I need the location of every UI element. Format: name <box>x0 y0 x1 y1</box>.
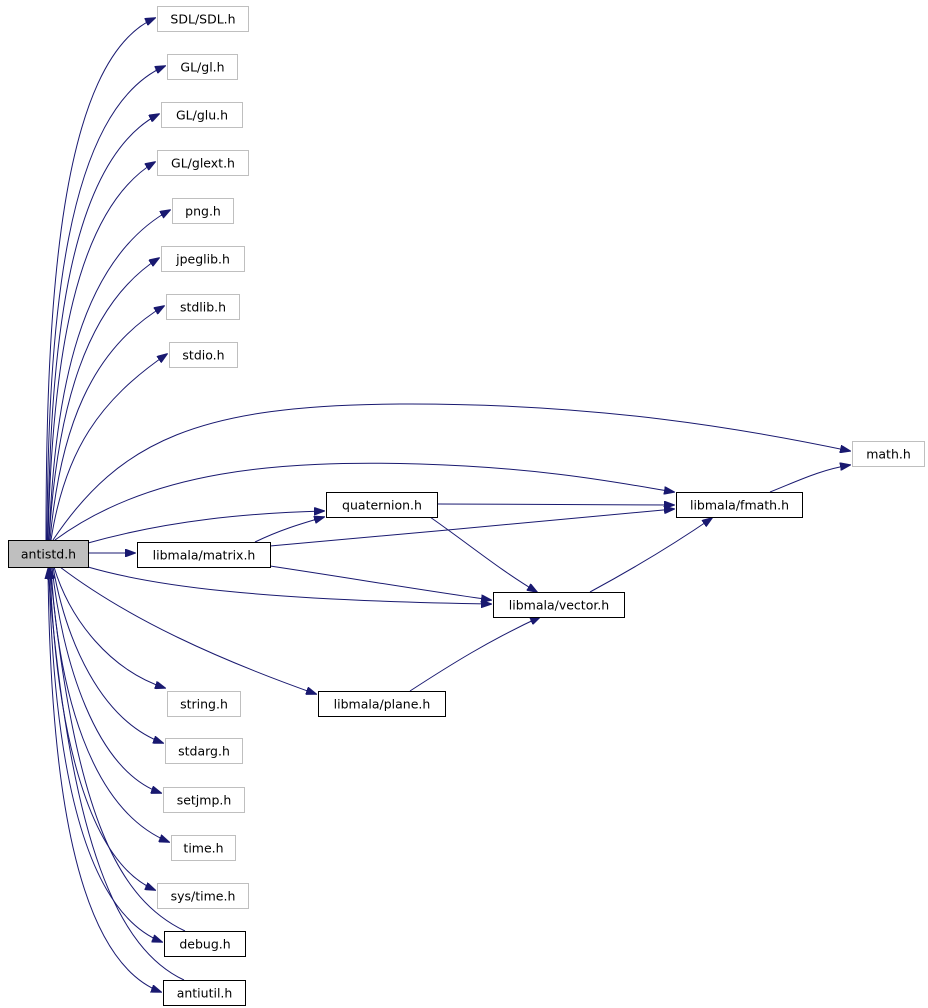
node-box <box>157 150 249 176</box>
node-debug[interactable]: debug.h <box>164 931 246 957</box>
edge-antistd-to-stdarg <box>52 566 163 743</box>
node-box <box>157 6 249 32</box>
node-label: GL/glu.h <box>176 108 228 123</box>
edge-antistd-to-fmath <box>54 462 674 541</box>
node-label: libmala/vector.h <box>509 598 609 613</box>
node-label: stdarg.h <box>178 744 230 759</box>
node-label: SDL/SDL.h <box>170 12 235 27</box>
edge-antistd-to-sdl <box>45 18 155 541</box>
edge-antistd-to-math <box>52 403 850 541</box>
node-string[interactable]: string.h <box>167 691 241 717</box>
node-png[interactable]: png.h <box>172 198 234 224</box>
edge-antistd-to-vector <box>87 566 491 604</box>
edge-antistd-to-glext <box>47 162 155 541</box>
node-antistd[interactable]: antistd.h <box>8 540 89 568</box>
nodes-layer: antistd.h SDL/SDL.hGL/gl.hGL/glu.hGL/glex… <box>8 6 925 1006</box>
node-label: GL/gl.h <box>180 60 224 75</box>
node-time[interactable]: time.h <box>171 835 236 861</box>
node-box <box>163 980 246 1006</box>
node-gl[interactable]: GL/gl.h <box>167 54 238 80</box>
node-stdlib[interactable]: stdlib.h <box>166 294 240 320</box>
edge-antistd-to-stdio <box>50 354 167 541</box>
node-label: string.h <box>180 697 228 712</box>
node-glu[interactable]: GL/glu.h <box>161 102 243 128</box>
node-label: debug.h <box>179 937 230 952</box>
edge-antistd-to-plane <box>59 566 316 694</box>
node-fmath[interactable]: libmala/fmath.h <box>676 492 803 518</box>
edge-antistd-to-antiutil <box>47 566 161 992</box>
node-label: sys/time.h <box>171 889 236 904</box>
node-label: antistd.h <box>21 547 76 562</box>
node-box <box>163 787 245 813</box>
node-box <box>157 883 249 909</box>
edge-antistd-to-string <box>53 566 165 688</box>
edge-antistd-to-png <box>48 210 170 541</box>
node-label: stdio.h <box>182 348 224 363</box>
node-systime[interactable]: sys/time.h <box>157 883 249 909</box>
edge-quaternion-to-vector <box>429 516 537 592</box>
node-box <box>167 691 241 717</box>
node-glext[interactable]: GL/glext.h <box>157 150 249 176</box>
node-label: stdlib.h <box>180 300 226 315</box>
node-label: antiutil.h <box>177 986 233 1001</box>
edge-quaternion-to-fmath <box>436 504 674 505</box>
edge-debug-to-antistd <box>50 569 186 932</box>
node-label: libmala/plane.h <box>334 697 431 712</box>
edge-plane-to-vector <box>409 617 540 692</box>
node-box <box>161 102 243 128</box>
node-label: time.h <box>183 841 223 856</box>
node-label: GL/glext.h <box>171 156 235 171</box>
node-matrix[interactable]: libmala/matrix.h <box>137 542 271 568</box>
edge-vector-to-fmath <box>589 518 712 593</box>
node-stdio[interactable]: stdio.h <box>169 342 238 368</box>
node-box <box>169 342 238 368</box>
node-stdarg[interactable]: stdarg.h <box>165 738 243 764</box>
edge-antistd-to-setjmp <box>51 566 161 793</box>
node-box <box>164 931 246 957</box>
edge-matrix-to-fmath <box>269 509 674 547</box>
node-label: setjmp.h <box>177 793 232 808</box>
node-box <box>8 540 89 568</box>
node-box <box>172 198 234 224</box>
node-quaternion[interactable]: quaternion.h <box>326 492 438 518</box>
edge-matrix-to-quaternion <box>254 517 324 543</box>
edge-antiutil-to-antistd <box>48 569 185 981</box>
edge-antistd-to-systime <box>49 566 155 890</box>
node-vector[interactable]: libmala/vector.h <box>493 592 625 618</box>
node-box <box>167 54 238 80</box>
node-jpeglib[interactable]: jpeglib.h <box>161 246 245 272</box>
node-antiutil[interactable]: antiutil.h <box>163 980 246 1006</box>
node-label: png.h <box>185 204 221 219</box>
edge-antistd-to-quaternion <box>87 511 324 544</box>
node-setjmp[interactable]: setjmp.h <box>163 787 245 813</box>
edges-layer <box>46 18 850 992</box>
edge-antistd-to-jpeglib <box>48 258 159 541</box>
edge-antistd-to-stdlib <box>49 306 164 541</box>
node-label: libmala/matrix.h <box>153 548 256 563</box>
node-sdl[interactable]: SDL/SDL.h <box>157 6 249 32</box>
node-label: math.h <box>866 447 911 462</box>
node-box <box>137 542 271 568</box>
edge-antistd-to-gl <box>46 66 165 541</box>
node-label: quaternion.h <box>342 498 422 513</box>
node-box <box>676 492 803 518</box>
node-box <box>326 492 438 518</box>
node-box <box>165 738 243 764</box>
node-label: jpeglib.h <box>175 252 230 267</box>
node-box <box>166 294 240 320</box>
node-box <box>493 592 625 618</box>
node-box <box>852 441 925 467</box>
edge-antistd-to-glu <box>47 114 159 541</box>
node-box <box>318 691 446 717</box>
edge-matrix-to-vector <box>269 565 491 600</box>
node-box <box>161 246 245 272</box>
node-math[interactable]: math.h <box>852 441 925 467</box>
node-label: libmala/fmath.h <box>690 498 789 513</box>
edge-antistd-to-debug <box>48 566 162 942</box>
edge-fmath-to-math <box>769 465 850 493</box>
node-plane[interactable]: libmala/plane.h <box>318 691 446 717</box>
node-box <box>171 835 236 861</box>
